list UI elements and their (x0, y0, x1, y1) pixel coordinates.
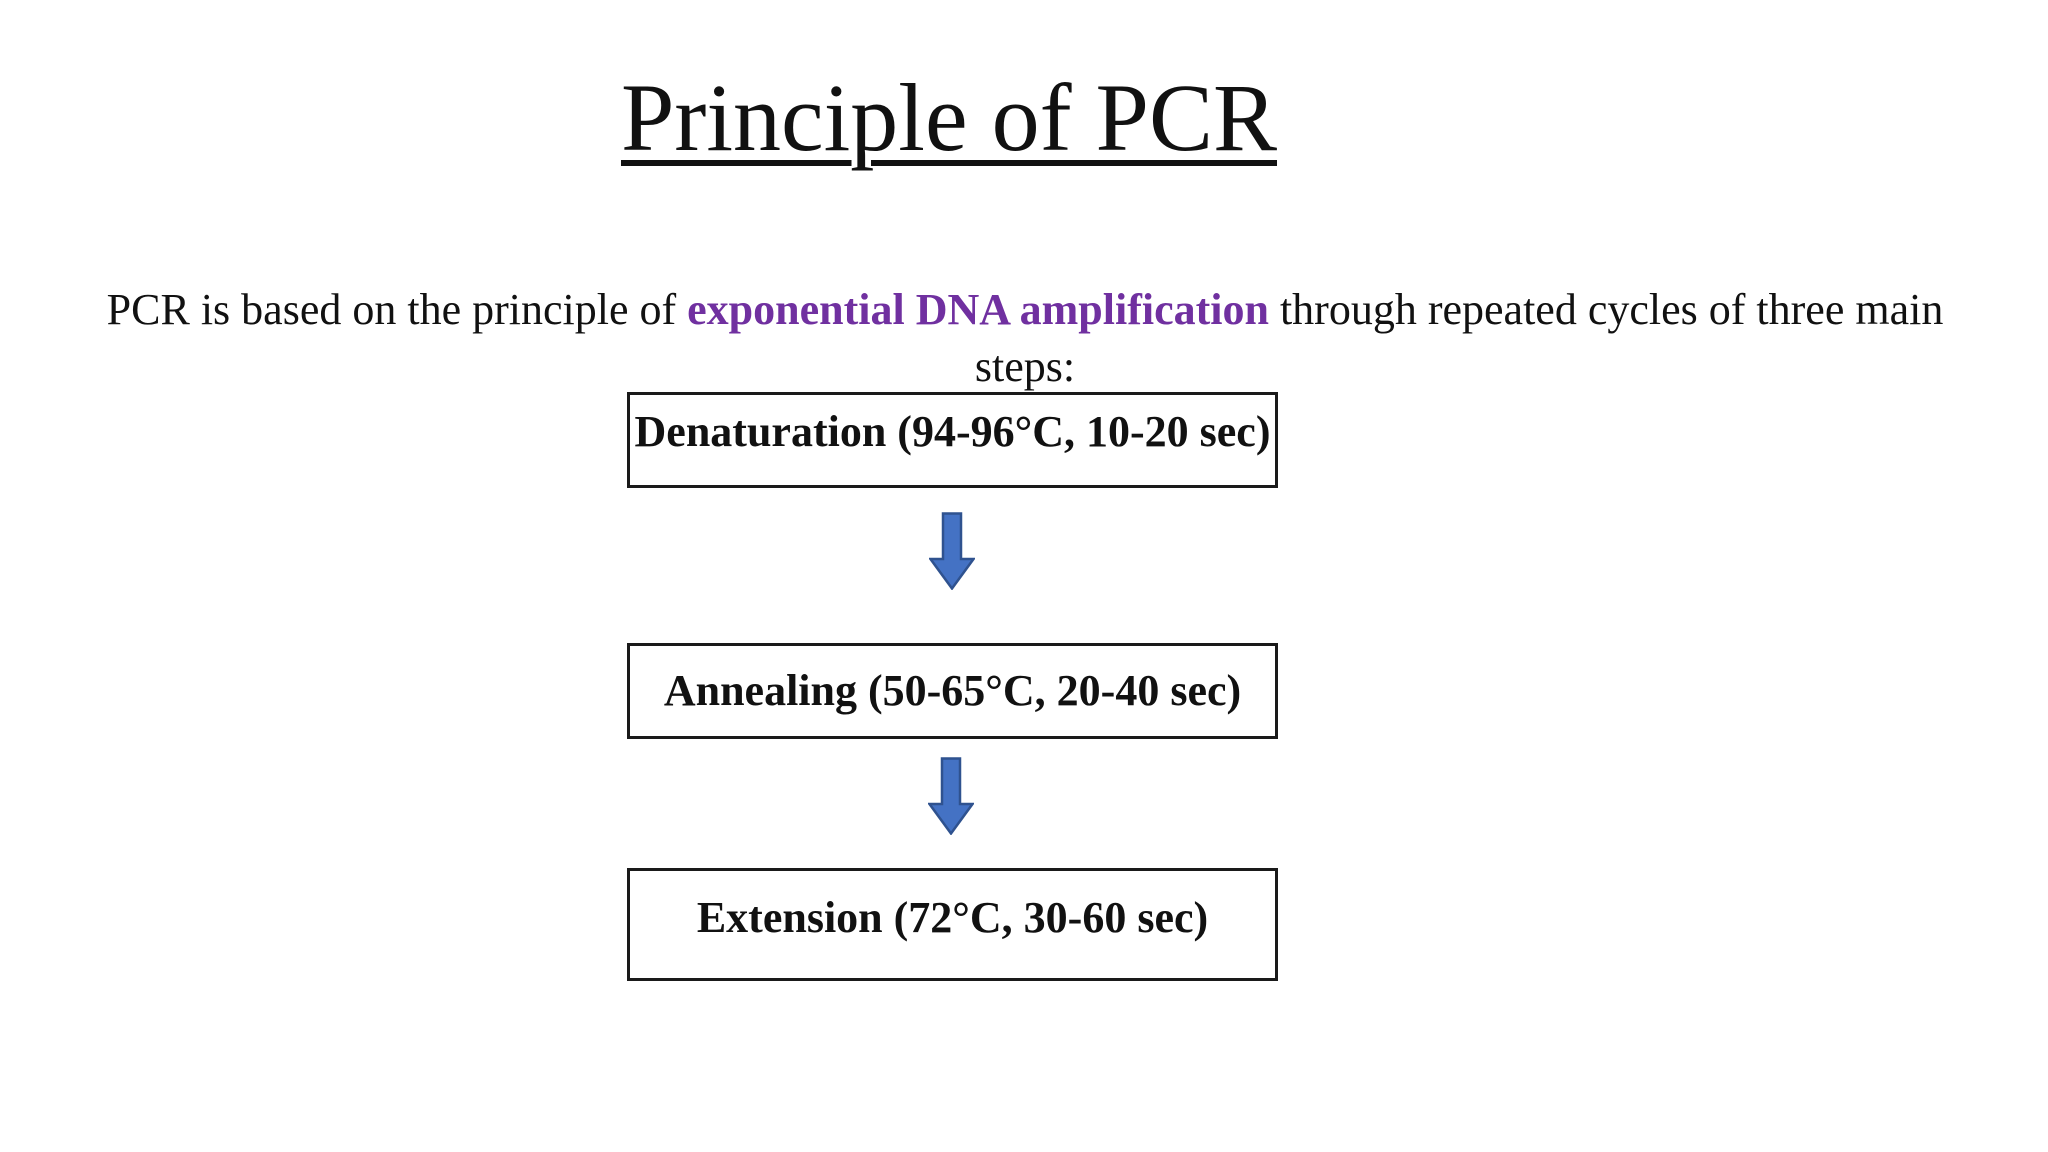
step-box-denaturation: Denaturation (94-96°C, 10-20 sec) (627, 392, 1278, 488)
step-label-denaturation: Denaturation (94-96°C, 10-20 sec) (634, 407, 1271, 456)
down-arrow-icon (929, 512, 975, 590)
step-label-extension: Extension (72°C, 30-60 sec) (696, 893, 1209, 942)
down-arrow-icon (928, 757, 974, 835)
step-box-extension: Extension (72°C, 30-60 sec) (627, 868, 1278, 981)
intro-paragraph: PCR is based on the principle of exponen… (95, 281, 1955, 395)
highlight-amplification: exponential DNA amplification (687, 285, 1269, 334)
step-label-annealing: Annealing (50-65°C, 20-40 sec) (663, 666, 1242, 715)
page-title: Principle of PCR (620, 64, 1278, 171)
step-box-annealing: Annealing (50-65°C, 20-40 sec) (627, 643, 1278, 739)
intro-text-before: PCR is based on the principle of (106, 285, 688, 334)
intro-text-after: through repeated cycles of three main st… (974, 285, 1944, 391)
